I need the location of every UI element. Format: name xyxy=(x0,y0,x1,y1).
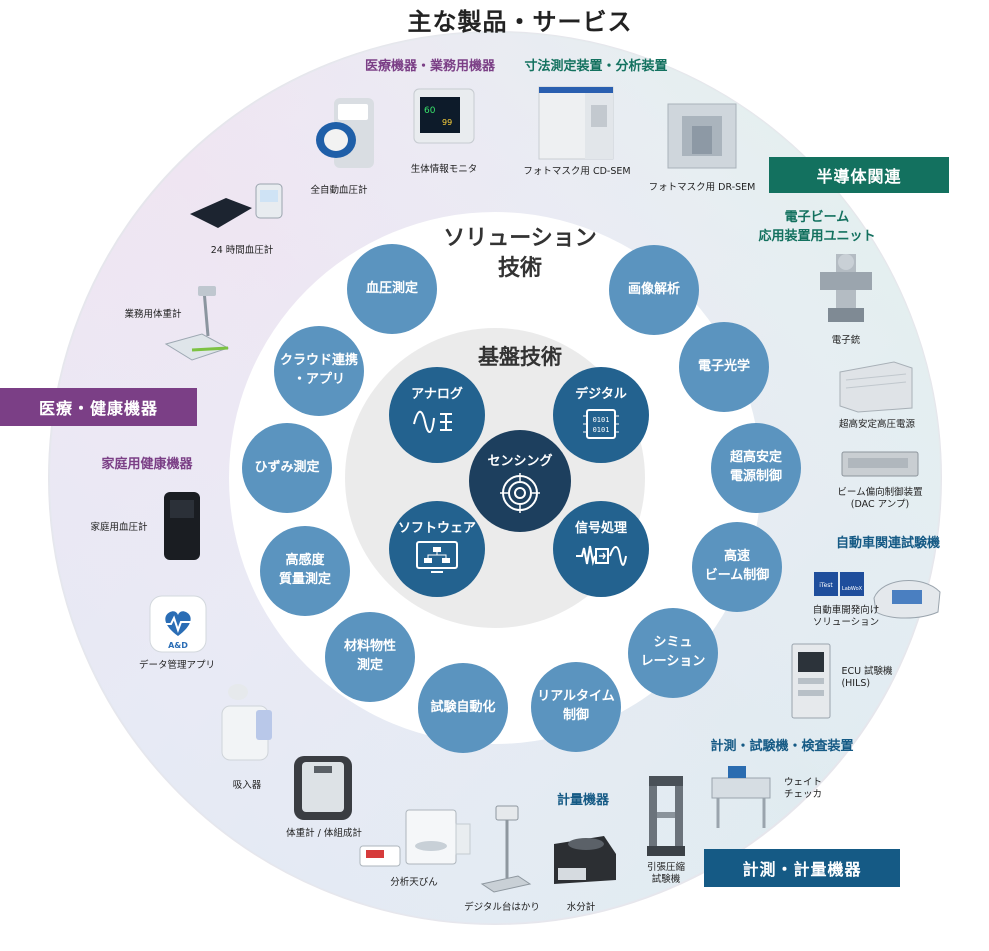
labwox-logo-text: LabWoX xyxy=(842,586,863,592)
target-icon xyxy=(500,473,540,513)
and-logo-text: A&D xyxy=(168,641,188,650)
category-test-inspection: 計測・試験機・検査装置 xyxy=(710,739,854,754)
monitor-reading-2: 99 xyxy=(442,118,452,127)
inhaler-image xyxy=(221,684,272,761)
platform-scale-image xyxy=(480,805,532,893)
label-dac-amp: ビーム偏向制御装置 (DAC アンプ) xyxy=(837,487,923,510)
core-digital: デジタル 0101 0101 xyxy=(553,367,649,463)
core-digital-label: デジタル xyxy=(575,387,627,402)
label-vital-monitor: 生体情報モニタ xyxy=(410,164,478,175)
solution-realtime-control: リアルタイム 制御 xyxy=(531,662,621,752)
category-medical-business: 医療機器・業務用機器 xyxy=(364,59,496,74)
solution-beam-control: 高速 ビーム制御 xyxy=(692,522,782,612)
dac-amp-image xyxy=(841,451,919,477)
auto-bp-monitor-image xyxy=(316,98,374,168)
tensile-tester-image xyxy=(647,776,685,856)
solution-power-control: 超高安定 電源制御 xyxy=(711,423,801,513)
solution-strain-measurement: ひずみ測定 xyxy=(242,423,332,513)
ecu-tester-image xyxy=(791,643,831,719)
label-tensile-tester: 引張圧縮 試験機 xyxy=(646,862,686,885)
label-auto-bp: 全自動血圧計 xyxy=(310,185,368,196)
label-platform-scale: デジタル台はかり xyxy=(464,902,540,913)
chip-text-line-1: 0101 xyxy=(593,416,610,424)
label-dr-sem: フォトマスク用 DR-SEM xyxy=(648,182,756,193)
label-inhaler: 吸入器 xyxy=(232,780,262,791)
analog-wave-icon xyxy=(413,410,452,433)
label-moisture-analyzer: 水分計 xyxy=(566,902,596,913)
solution-technology-title: ソリューション 技術 xyxy=(443,226,597,281)
core-software-label: ソフトウェア xyxy=(397,521,476,536)
label-business-scale: 業務用体重計 xyxy=(124,309,182,320)
data-app-icon: A&D xyxy=(149,595,207,653)
core-analog-label: アナログ xyxy=(411,387,463,402)
region-measurement-band: 計測・計量機器 xyxy=(704,849,900,887)
label-auto-dev-solution: 自動車開発向け ソリューション xyxy=(812,605,880,628)
analytical-balance-image xyxy=(359,809,471,867)
label-hv-power: 超高安定高圧電源 xyxy=(838,419,916,430)
solution-test-automation: 試験自動化 xyxy=(418,663,508,753)
itest-logo-text: iTest xyxy=(819,582,833,589)
electron-gun-image xyxy=(820,254,872,322)
body-composition-scale-image xyxy=(294,756,352,820)
region-medical-band: 医療・健康機器 xyxy=(0,388,197,426)
label-analytical-balance: 分析天びん xyxy=(390,877,438,888)
auto-dev-solution-image: iTest LabWoX xyxy=(814,572,941,619)
label-24h-bp: 24 時間血圧計 xyxy=(210,245,274,256)
business-scale-image xyxy=(164,286,230,361)
solution-simulation: シミュ レーション xyxy=(628,608,718,698)
page-title: 主な製品・サービス xyxy=(407,8,633,36)
core-sensing-label: センシング xyxy=(487,454,553,469)
chip-icon: 0101 0101 xyxy=(583,409,619,439)
solution-electron-optics: 電子光学 xyxy=(679,322,769,412)
category-dimension-analysis: 寸法測定装置・分析装置 xyxy=(524,59,668,74)
24h-bp-monitor-image xyxy=(190,183,283,228)
home-bp-monitor-image xyxy=(164,492,200,560)
moisture-analyzer-image xyxy=(554,836,616,884)
core-signal-processing: 信号処理 xyxy=(553,501,649,597)
solution-blood-pressure: 血圧測定 xyxy=(347,244,437,334)
category-ebeam-units: 電子ビーム 応用装置用ユニット xyxy=(758,210,876,244)
chip-text-line-2: 0101 xyxy=(593,426,610,434)
core-software: ソフトウェア xyxy=(389,501,485,597)
category-home-health: 家庭用健康機器 xyxy=(101,457,193,472)
hv-power-supply-image xyxy=(839,361,913,413)
category-automotive: 自動車関連試験機 xyxy=(835,536,941,551)
label-ecu-tester: ECU 試験機 (HILS) xyxy=(841,666,893,689)
weight-checker-image xyxy=(711,766,771,828)
label-electron-gun: 電子銃 xyxy=(831,335,861,346)
solution-image-analysis: 画像解析 xyxy=(609,245,699,335)
vital-monitor-image: 60 99 xyxy=(413,88,475,144)
region-semiconductor-band: 半導体関連 xyxy=(769,157,949,193)
solution-mass-measurement: 高感度 質量測定 xyxy=(260,526,350,616)
label-data-app: データ管理アプリ xyxy=(138,660,216,671)
label-body-scale: 体重計 / 体組成計 xyxy=(286,828,362,839)
signal-processing-icon xyxy=(576,545,627,566)
category-weighing: 計量機器 xyxy=(556,793,610,808)
label-home-bp: 家庭用血圧計 xyxy=(90,522,148,533)
flowchart-monitor-icon xyxy=(416,541,458,573)
dr-sem-image xyxy=(667,103,737,169)
core-signal-label: 信号処理 xyxy=(574,521,627,536)
core-sensing: センシング xyxy=(469,430,571,532)
solution-material-properties: 材料物性 測定 xyxy=(325,612,415,702)
label-weight-checker: ウェイト チェッカ xyxy=(783,777,823,800)
cd-sem-image xyxy=(538,86,614,160)
core-analog: アナログ xyxy=(389,367,485,463)
label-cd-sem: フォトマスク用 CD-SEM xyxy=(523,166,631,177)
solution-cloud-app: クラウド連携 ・アプリ xyxy=(274,326,364,416)
core-technology-title: 基盤技術 xyxy=(478,345,562,369)
monitor-reading-1: 60 xyxy=(424,106,436,116)
